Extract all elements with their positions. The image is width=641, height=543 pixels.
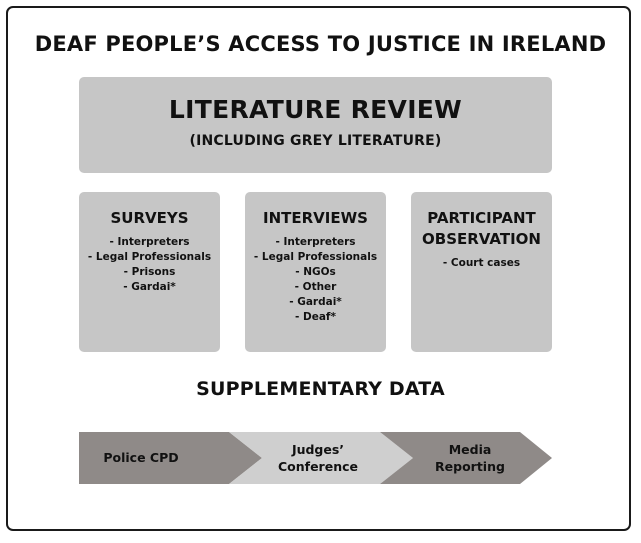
list-item: - Prisons — [123, 266, 176, 278]
interviews-title-line: INTERVIEWS — [263, 209, 368, 227]
list-item: - Other — [294, 281, 337, 293]
step-arrow-judges-conference — [229, 432, 413, 484]
step-label-line: Conference — [277, 459, 358, 474]
interviews-box: INTERVIEWS - Interpreters - Legal Profes… — [245, 192, 386, 352]
list-item: - Interpreters — [275, 236, 356, 248]
list-item: - Gardai* — [289, 296, 342, 308]
step-label-line: Reporting — [435, 459, 505, 474]
list-item: - Deaf* — [295, 311, 336, 323]
list-item: - Gardai* — [123, 281, 176, 293]
supplementary-data-title: SUPPLEMENTARY DATA — [196, 378, 445, 400]
list-item: - Court cases — [442, 257, 521, 269]
step-label-line: Judges’ — [291, 442, 345, 457]
step-label-media-reporting: Media Reporting — [415, 441, 525, 475]
list-item: - Legal Professionals — [87, 251, 212, 263]
step-label-line: Media — [448, 442, 492, 457]
participant-observation-box: PARTICIPANT OBSERVATION - Court cases — [411, 192, 552, 352]
surveys-box: SURVEYS - Interpreters - Legal Professio… — [79, 192, 220, 352]
participant-observation-title-line-1: PARTICIPANT — [427, 209, 536, 227]
surveys-title-line: SURVEYS — [110, 209, 189, 227]
participant-observation-title-line-2: OBSERVATION — [422, 230, 541, 248]
participant-observation-list: - Court cases — [411, 256, 552, 271]
literature-review-box: LITERATURE REVIEW (INCLUDING GREY LITERA… — [79, 77, 552, 173]
interviews-title: INTERVIEWS — [245, 208, 386, 229]
step-arrow-media-reporting — [380, 432, 552, 484]
step-label-line: Police CPD — [103, 450, 179, 465]
step-label-police-cpd: Police CPD — [86, 449, 196, 466]
interviews-list: - Interpreters - Legal Professionals - N… — [245, 235, 386, 325]
diagram-frame — [6, 6, 631, 531]
surveys-list: - Interpreters - Legal Professionals - P… — [79, 235, 220, 295]
step-label-judges-conference: Judges’ Conference — [258, 441, 378, 475]
participant-observation-title: PARTICIPANT OBSERVATION — [411, 208, 552, 250]
surveys-title: SURVEYS — [79, 208, 220, 229]
literature-review-subtitle: (INCLUDING GREY LITERATURE) — [189, 133, 442, 149]
list-item: - Legal Professionals — [253, 251, 378, 263]
step-arrow-police-cpd — [79, 432, 262, 484]
page-title: DEAF PEOPLE’S ACCESS TO JUSTICE IN IRELA… — [34, 32, 607, 56]
literature-review-title: LITERATURE REVIEW — [168, 95, 463, 124]
list-item: - Interpreters — [109, 236, 190, 248]
list-item: - NGOs — [295, 266, 336, 278]
